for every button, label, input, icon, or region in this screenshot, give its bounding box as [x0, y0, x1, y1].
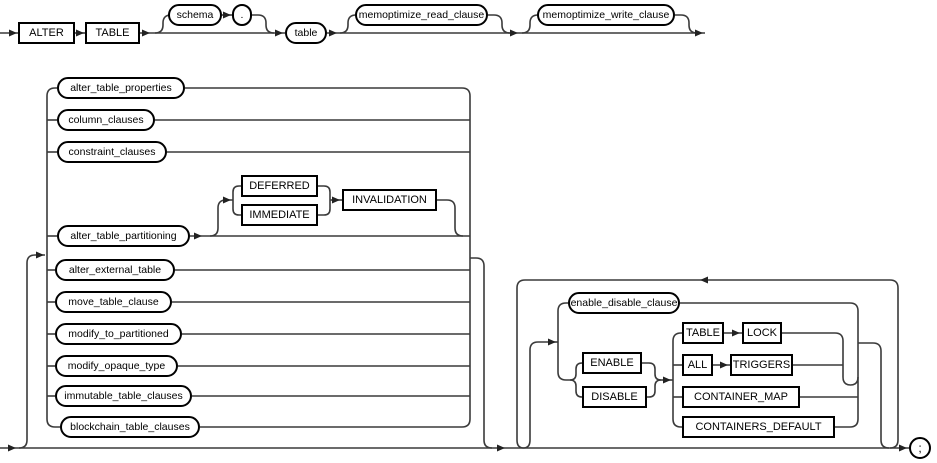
keyword-table-lock-table: TABLE — [682, 322, 724, 344]
keyword-containers-default: CONTAINERS_DEFAULT — [682, 416, 835, 438]
nonterminal-table: table — [285, 22, 327, 44]
nonterminal-enable-disable-clause: enable_disable_clause — [568, 292, 680, 314]
nonterminal-alter-external-table: alter_external_table — [55, 259, 175, 281]
keyword-disable: DISABLE — [582, 386, 647, 408]
nonterminal-modify-opaque-type: modify_opaque_type — [55, 355, 178, 377]
keyword-enable: ENABLE — [582, 352, 642, 374]
keyword-invalidation: INVALIDATION — [342, 189, 437, 211]
nonterminal-schema: schema — [168, 4, 222, 26]
keyword-container-map: CONTAINER_MAP — [682, 386, 800, 408]
nonterminal-alter-table-properties: alter_table_properties — [57, 77, 185, 99]
keyword-lock: LOCK — [742, 322, 782, 344]
nonterminal-memoptimize-write-clause: memoptimize_write_clause — [537, 4, 675, 26]
terminator-semicolon: ; — [909, 437, 931, 459]
nonterminal-column-clauses: column_clauses — [57, 109, 155, 131]
keyword-deferred: DEFERRED — [241, 175, 318, 197]
nonterminal-alter-table-partitioning: alter_table_partitioning — [57, 225, 190, 247]
keyword-all: ALL — [682, 354, 713, 376]
nonterminal-move-table-clause: move_table_clause — [55, 291, 172, 313]
keyword-triggers: TRIGGERS — [730, 354, 793, 376]
literal-dot: . — [232, 4, 252, 26]
nonterminal-blockchain-table-clauses: blockchain_table_clauses — [60, 416, 200, 438]
nonterminal-memoptimize-read-clause: memoptimize_read_clause — [355, 4, 488, 26]
nonterminal-constraint-clauses: constraint_clauses — [57, 141, 167, 163]
keyword-alter: ALTER — [18, 22, 75, 44]
keyword-table: TABLE — [85, 22, 140, 44]
nonterminal-modify-to-partitioned: modify_to_partitioned — [55, 323, 182, 345]
keyword-immediate: IMMEDIATE — [241, 204, 318, 226]
nonterminal-immutable-table-clauses: immutable_table_clauses — [55, 385, 192, 407]
